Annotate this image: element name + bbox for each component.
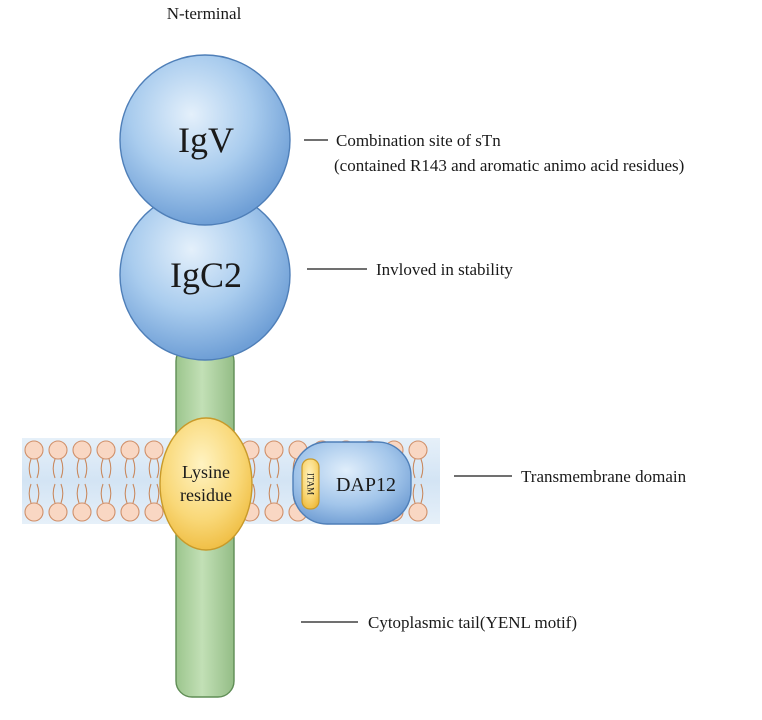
dap12-protein	[292, 441, 412, 525]
lipid-tail	[276, 458, 280, 479]
lipid-tail	[84, 483, 88, 504]
lipid-tail	[412, 458, 416, 479]
lipid-head	[96, 502, 116, 522]
lipid-tail	[76, 483, 80, 504]
lipid-head	[48, 502, 68, 522]
lipid-tail	[132, 483, 136, 504]
igc2-label: IgC2	[170, 255, 242, 295]
lipid-tail	[108, 483, 112, 504]
lipid-tail	[108, 458, 112, 479]
lipid-tail	[268, 458, 272, 479]
lipid-tail	[100, 483, 104, 504]
lipid-tail	[28, 458, 32, 479]
lysine-residue	[159, 417, 253, 551]
lipid-tail	[124, 483, 128, 504]
lipid-tail	[268, 483, 272, 504]
lysine-label-line1: Lysine	[182, 462, 230, 482]
lipid-head	[24, 440, 44, 460]
lipid-tail	[100, 458, 104, 479]
lipid-tail	[76, 458, 80, 479]
igv-annotation-line1: Combination site of sTn	[336, 131, 501, 150]
lipid-tail	[84, 458, 88, 479]
lipid-tail	[36, 483, 40, 504]
cytoplasmic-annotation: Cytoplasmic tail(YENL motif)	[368, 613, 577, 632]
lysine-label-line2: residue	[180, 485, 232, 505]
lipid-tail	[156, 458, 160, 479]
lipid-head	[144, 502, 164, 522]
lipid-head	[96, 440, 116, 460]
lipid-tail	[420, 458, 424, 479]
dap12-label: DAP12	[336, 474, 396, 496]
lipid-tail	[276, 483, 280, 504]
lipid-head	[72, 502, 92, 522]
transmembrane-annotation: Transmembrane domain	[521, 467, 687, 486]
igv-domain	[119, 54, 291, 226]
lipid-head	[144, 440, 164, 460]
lipid-tail	[156, 483, 160, 504]
lipid-head	[120, 502, 140, 522]
lipid-tail	[124, 458, 128, 479]
lipid-tail	[60, 458, 64, 479]
lipid-tail	[36, 458, 40, 479]
itam-motif	[301, 458, 320, 510]
lipid-head	[264, 440, 284, 460]
lipid-tail	[252, 458, 256, 479]
lipid-tail	[52, 458, 56, 479]
lipid-head	[408, 440, 428, 460]
itam-label: ITAM	[306, 473, 316, 495]
lipid-tail	[412, 483, 416, 504]
lipid-tail	[52, 483, 56, 504]
igv-annotation-line2: (contained R143 and aromatic animo acid …	[334, 156, 684, 175]
igv-label: IgV	[178, 120, 234, 160]
lipid-tail	[132, 458, 136, 479]
lipid-tail	[148, 458, 152, 479]
lipid-tail	[28, 483, 32, 504]
lipid-head	[120, 440, 140, 460]
lipid-tail	[252, 483, 256, 504]
lipid-tail	[420, 483, 424, 504]
igc2-annotation: Invloved in stability	[376, 260, 513, 279]
n-terminal-label: N-terminal	[167, 4, 242, 23]
lipid-tail	[60, 483, 64, 504]
lipid-head	[408, 502, 428, 522]
lipid-head	[48, 440, 68, 460]
lipid-head	[24, 502, 44, 522]
lipid-head	[72, 440, 92, 460]
lipid-tail	[148, 483, 152, 504]
lipid-head	[264, 502, 284, 522]
